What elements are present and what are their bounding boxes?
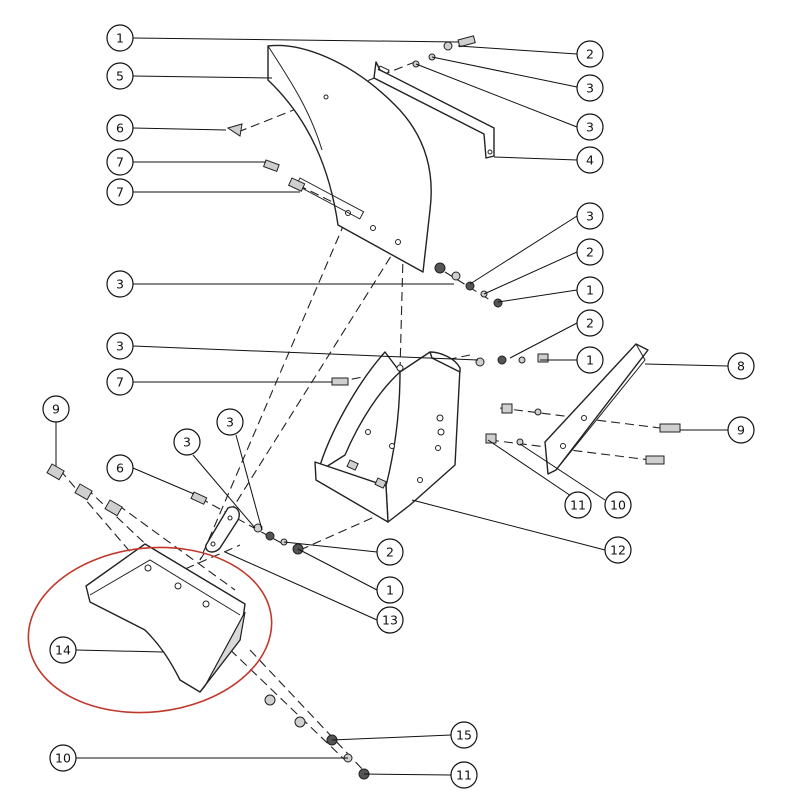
svg-text:11: 11 (570, 498, 586, 513)
svg-text:7: 7 (116, 375, 124, 390)
svg-text:3: 3 (116, 277, 124, 292)
callout-4: 4 (576, 146, 604, 174)
svg-text:8: 8 (737, 359, 745, 374)
callout-7: 7 (106, 148, 134, 176)
callout-1: 1 (576, 346, 604, 374)
callout-3: 3 (576, 74, 604, 102)
svg-text:15: 15 (456, 728, 472, 743)
svg-text:6: 6 (116, 121, 124, 136)
callout-7: 7 (106, 178, 134, 206)
callout-3: 3 (576, 113, 604, 141)
callout-10: 10 (604, 491, 632, 519)
callout-6: 6 (106, 114, 134, 142)
svg-text:3: 3 (226, 415, 234, 430)
svg-text:11: 11 (456, 768, 472, 783)
callout-5: 5 (106, 62, 134, 90)
callout-2: 2 (576, 309, 604, 337)
svg-text:9: 9 (52, 402, 60, 417)
point-share-part-14 (85, 543, 246, 693)
callout-6: 6 (106, 454, 134, 482)
highlight-ellipse (27, 546, 273, 714)
svg-text:7: 7 (116, 155, 124, 170)
callout-8: 8 (727, 352, 755, 380)
callout-9: 9 (42, 395, 70, 423)
leader-lines (55, 37, 729, 776)
callout-2: 2 (576, 40, 604, 68)
svg-text:7: 7 (116, 185, 124, 200)
callout-13: 13 (376, 606, 404, 634)
svg-text:2: 2 (586, 245, 594, 260)
callout-3: 3 (173, 428, 201, 456)
svg-text:3: 3 (183, 435, 191, 450)
svg-text:13: 13 (382, 613, 398, 628)
svg-text:1: 1 (586, 353, 594, 368)
callout-11: 11 (564, 491, 592, 519)
hardware (46, 35, 681, 780)
svg-text:12: 12 (610, 543, 626, 558)
svg-text:4: 4 (586, 153, 594, 168)
callout-2: 2 (376, 538, 404, 566)
svg-text:1: 1 (116, 31, 124, 46)
svg-text:14: 14 (55, 643, 71, 658)
callout-11: 11 (450, 761, 478, 789)
svg-text:10: 10 (55, 751, 71, 766)
svg-text:2: 2 (586, 47, 594, 62)
callout-3: 3 (106, 270, 134, 298)
callout-9: 9 (727, 416, 755, 444)
callout-3: 3 (106, 332, 134, 360)
callout-15: 15 (450, 721, 478, 749)
svg-text:2: 2 (586, 316, 594, 331)
svg-text:3: 3 (586, 209, 594, 224)
svg-text:1: 1 (386, 583, 394, 598)
plate-part-8 (544, 343, 649, 475)
callout-12: 12 (604, 536, 632, 564)
svg-text:3: 3 (586, 120, 594, 135)
svg-text:10: 10 (610, 498, 626, 513)
shield-plate-part-5 (267, 44, 432, 273)
svg-text:2: 2 (386, 545, 394, 560)
svg-text:6: 6 (116, 461, 124, 476)
callout-10: 10 (49, 744, 77, 772)
svg-text:3: 3 (116, 339, 124, 354)
svg-text:5: 5 (116, 69, 124, 84)
callouts: 1 2 3 3 4 5 6 7 7 3 2 1 3 3 2 1 7 8 9 9 … (42, 24, 755, 789)
callout-3: 3 (576, 202, 604, 230)
bracket-part-4 (373, 61, 495, 159)
svg-text:1: 1 (586, 283, 594, 298)
callout-14: 14 (49, 636, 77, 664)
callout-1: 1 (106, 24, 134, 52)
svg-text:3: 3 (586, 81, 594, 96)
svg-text:9: 9 (737, 423, 745, 438)
shank-part-12 (314, 351, 461, 523)
callout-7: 7 (106, 368, 134, 396)
callout-2: 2 (576, 238, 604, 266)
callout-1: 1 (376, 576, 404, 604)
callout-1: 1 (576, 276, 604, 304)
bracket-part-13 (205, 506, 240, 553)
callout-3: 3 (216, 408, 244, 436)
